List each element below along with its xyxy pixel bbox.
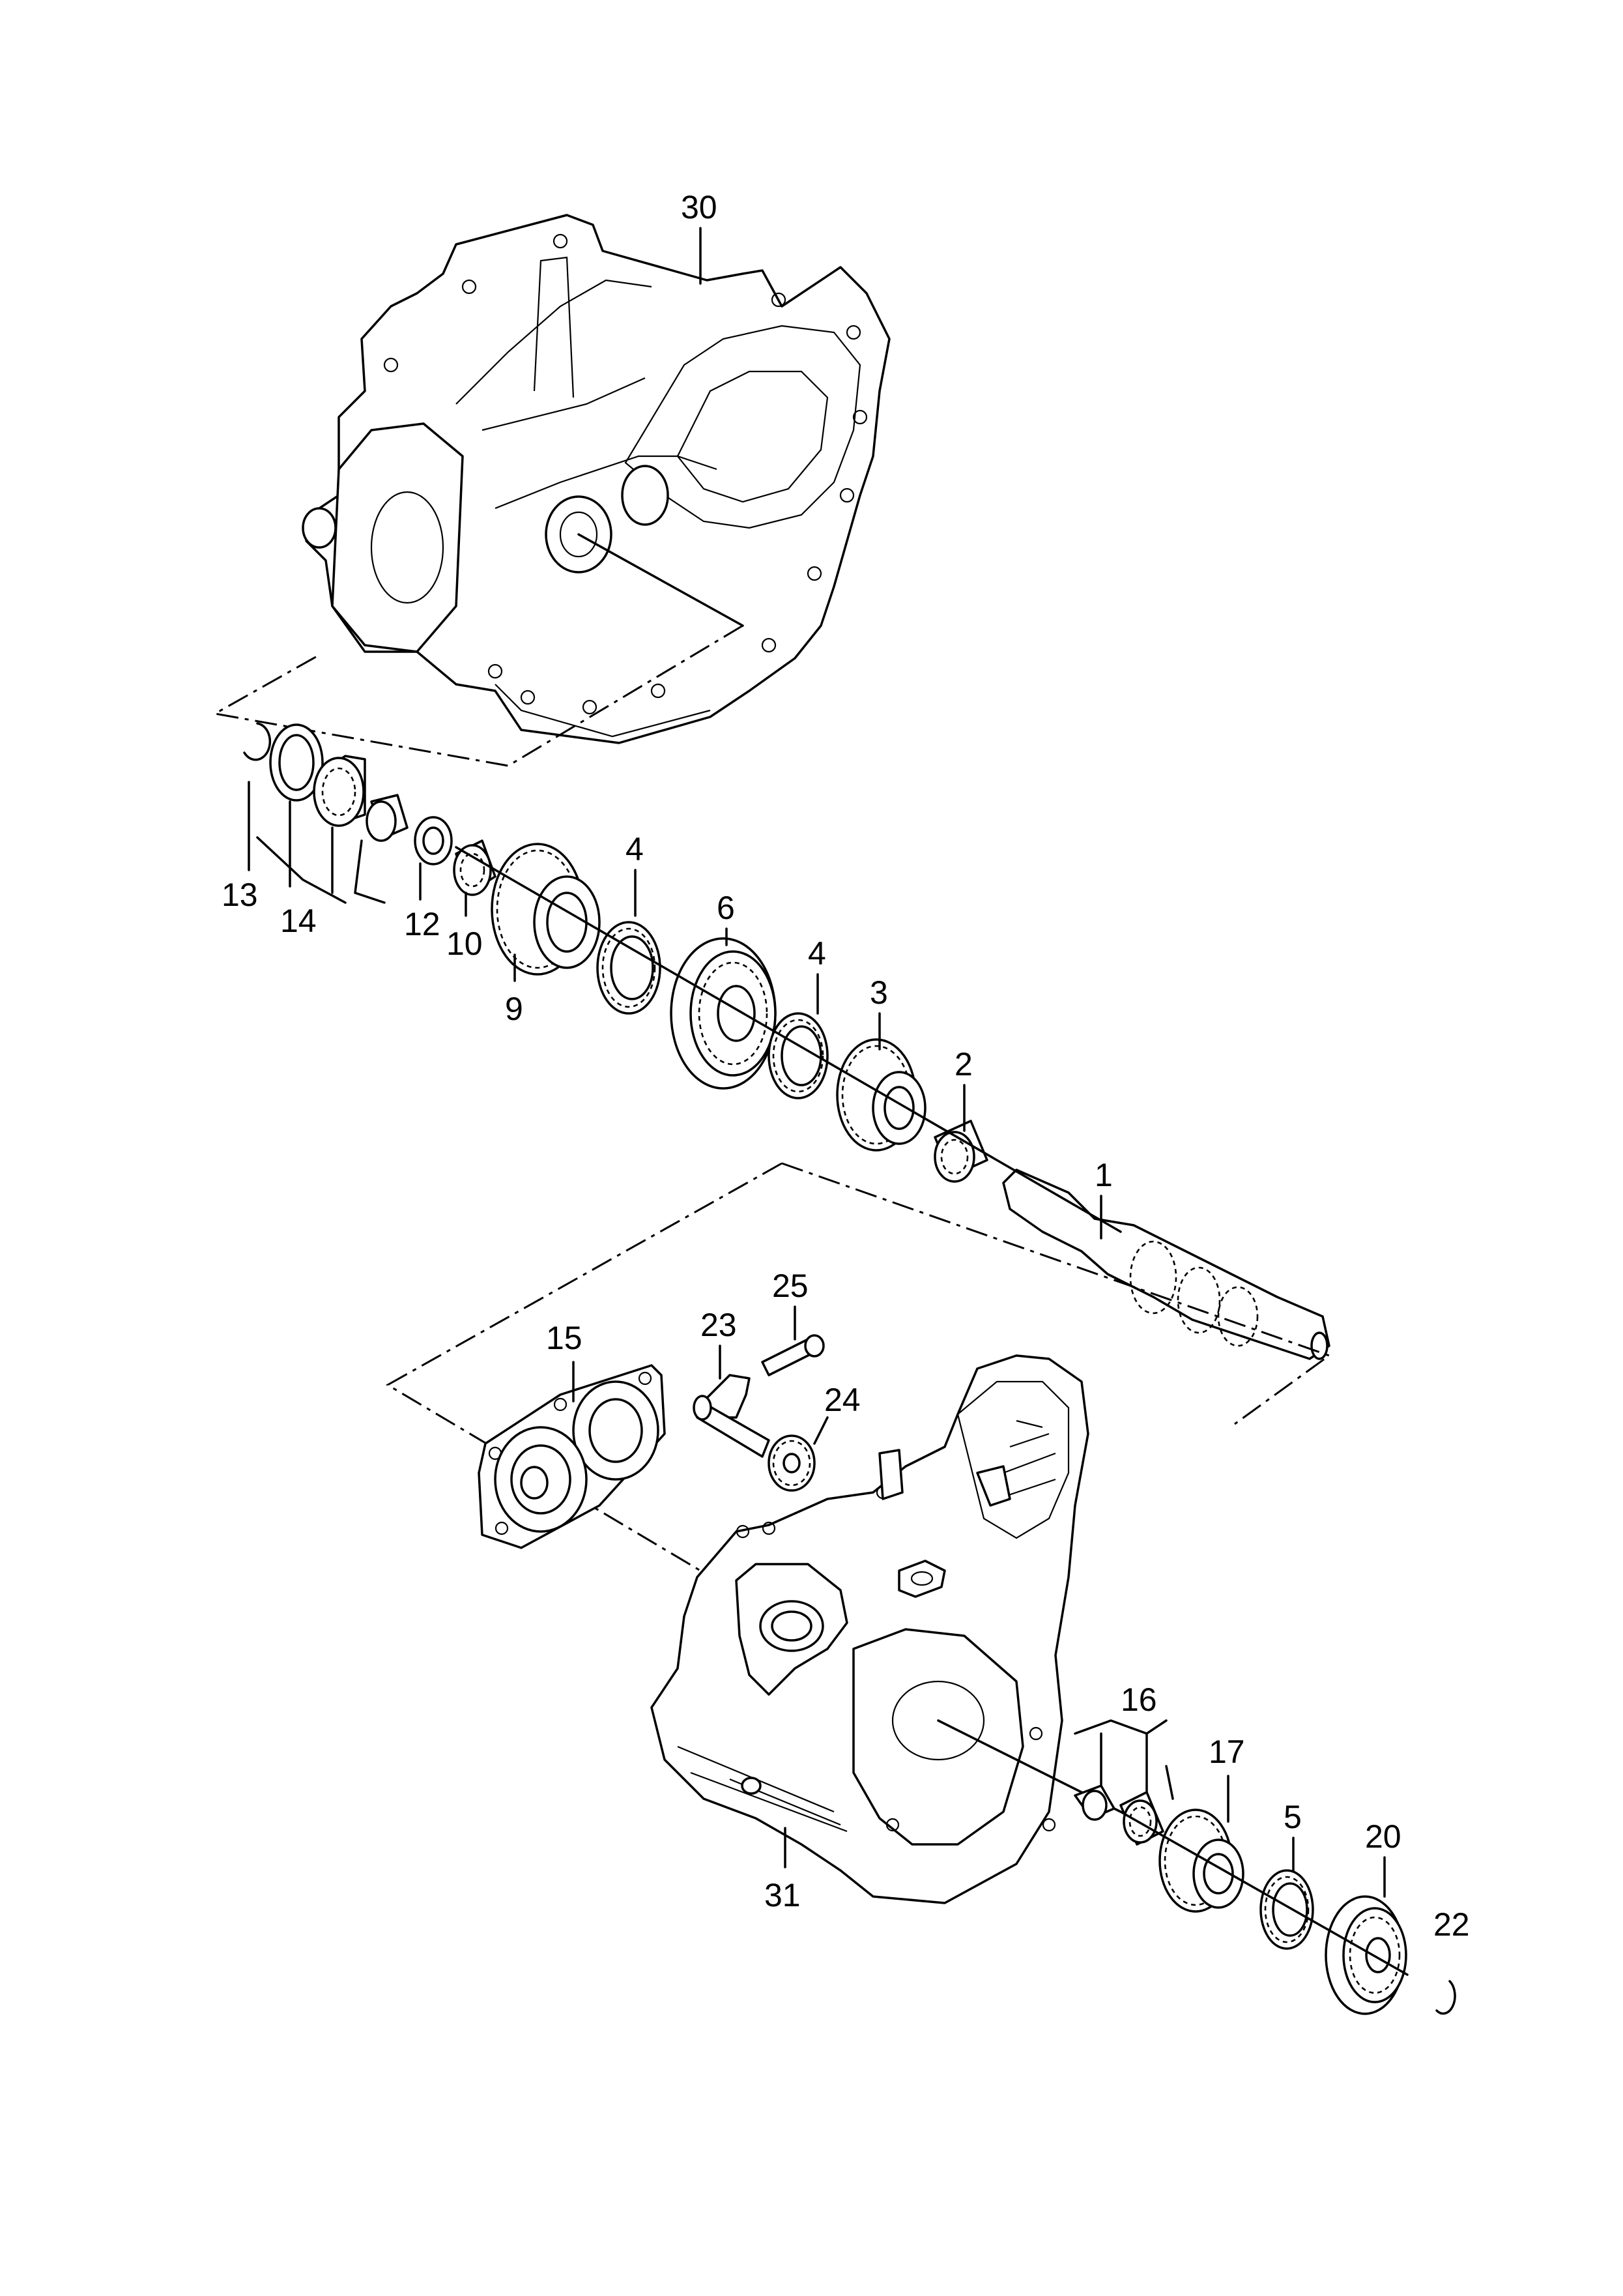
callout-24: 24 xyxy=(824,1382,861,1418)
gear-9[interactable] xyxy=(491,843,601,976)
callout-3: 3 xyxy=(870,974,888,1011)
synchro-ring-5[interactable] xyxy=(1259,1869,1314,1950)
callout-2: 2 xyxy=(955,1046,973,1083)
synchro-hub-6[interactable] xyxy=(670,937,777,1090)
callout-20: 20 xyxy=(1365,1818,1401,1855)
sleeve-16[interactable] xyxy=(1074,1784,1115,1821)
bolt-25[interactable] xyxy=(761,1334,825,1376)
callout-25: 25 xyxy=(772,1268,809,1304)
synchro-hub-20[interactable] xyxy=(1325,1895,1407,2015)
assembly-outline-upper xyxy=(212,624,743,767)
leader-lines-upper xyxy=(248,781,1102,1240)
callout-12: 12 xyxy=(404,906,440,942)
callout-6: 6 xyxy=(717,890,735,926)
leader-line-24 xyxy=(813,1416,829,1445)
callout-14: 14 xyxy=(280,903,317,939)
callout-17: 17 xyxy=(1209,1734,1245,1770)
callout-16: 16 xyxy=(1121,1681,1157,1718)
shift-lever-23[interactable] xyxy=(693,1374,770,1458)
shaft-centerline-upper xyxy=(455,846,1122,1233)
callout-5: 5 xyxy=(1284,1799,1302,1835)
callout-9: 9 xyxy=(505,991,523,1027)
needle-bearing-2[interactable] xyxy=(934,1120,988,1183)
transmission-housing-upper[interactable] xyxy=(302,214,891,744)
callout-22: 22 xyxy=(1433,1906,1470,1943)
transmission-housing-lower[interactable] xyxy=(650,1354,1122,1904)
thrust-washer-12[interactable] xyxy=(414,816,453,865)
callout-4b: 4 xyxy=(808,935,826,972)
needle-bearing-16[interactable] xyxy=(1119,1791,1164,1846)
sleeve-14[interactable] xyxy=(366,794,409,842)
pinion-24[interactable] xyxy=(768,1434,816,1492)
bearing-cover-15[interactable] xyxy=(478,1364,666,1549)
retaining-ring-14[interactable] xyxy=(269,723,324,802)
callout-23: 23 xyxy=(700,1307,737,1343)
circlip-13[interactable] xyxy=(243,722,272,761)
callout-1: 1 xyxy=(1095,1157,1113,1193)
callout-30: 30 xyxy=(681,189,717,225)
callout-13: 13 xyxy=(222,877,258,913)
leader-lines-lower xyxy=(1074,1719,1386,1898)
synchro-ring-4a[interactable] xyxy=(596,921,661,1015)
callout-31: 31 xyxy=(764,1877,801,1913)
callout-10: 10 xyxy=(446,925,483,962)
assembly-outline-lower xyxy=(781,1162,1332,1425)
input-shaft-1[interactable] xyxy=(1002,1169,1330,1360)
callout-15: 15 xyxy=(546,1320,582,1356)
assembly-outline-lower-left xyxy=(386,1162,783,1572)
shaft-centerline-lower xyxy=(1119,1810,1409,1976)
gear-3[interactable] xyxy=(836,1038,926,1152)
needle-bearing-14[interactable] xyxy=(313,755,366,827)
circlip-22[interactable] xyxy=(1435,1980,1456,2015)
gear-17[interactable] xyxy=(1158,1809,1244,1913)
callout-4a: 4 xyxy=(625,831,644,867)
